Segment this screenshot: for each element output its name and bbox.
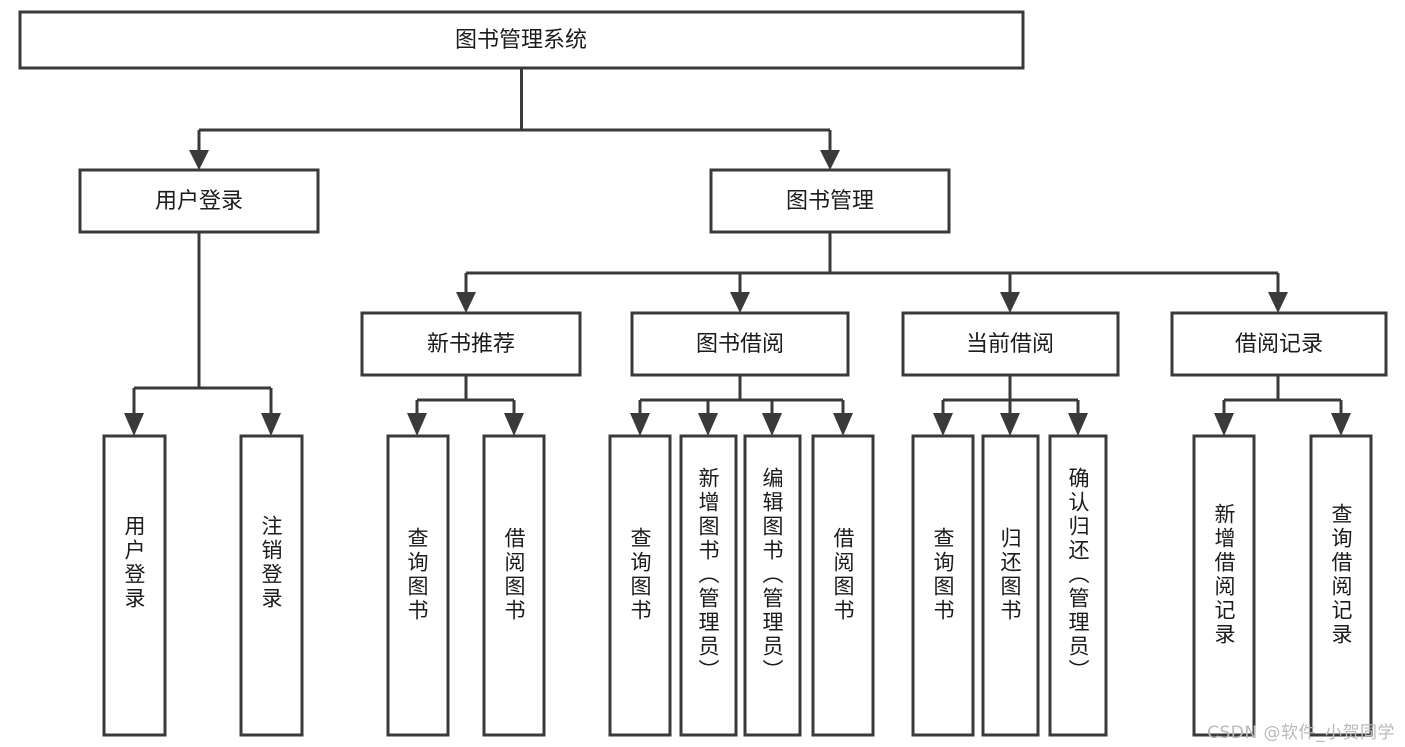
node-book-management-label: 图书管理 (786, 189, 874, 214)
leaf-query-book-current-label: 查询图书 (931, 527, 955, 623)
leaf-query-book-borrow-label: 查询图书 (628, 527, 652, 623)
arrowhead-leaf-borrow-book-2 (833, 413, 853, 436)
arrowhead-leaf-logout (261, 413, 281, 436)
leaf-query-book-borrow-box[interactable] (608, 434, 672, 737)
leaf-borrow-book-box[interactable] (811, 434, 875, 737)
leaf-borrow-book-recommend-box[interactable] (482, 434, 546, 737)
leaf-borrow-book-recommend[interactable]: 借阅图书 (482, 434, 546, 737)
arrowhead-leaf-query-book-1 (407, 413, 427, 436)
node-book-borrow-box[interactable] (630, 311, 850, 377)
arrowhead-leaf-confirm-return (1068, 413, 1088, 436)
arrowhead-leaf-add-book (698, 413, 718, 436)
leaf-logout-label: 注销登录 (259, 515, 283, 611)
node-book-management-box[interactable] (709, 168, 951, 234)
leaf-query-book-current-box[interactable] (911, 434, 975, 737)
node-borrow-record-box[interactable] (1170, 311, 1388, 377)
leaf-query-borrow-record-label: 查询借阅记录 (1329, 503, 1353, 647)
leaf-query-book-current[interactable]: 查询图书 (911, 434, 975, 737)
leaf-query-borrow-record[interactable]: 查询借阅记录 (1309, 434, 1373, 737)
leaf-query-book-borrow[interactable]: 查询图书 (608, 434, 672, 737)
leaf-confirm-return[interactable]: 确认归还（管理员） (1048, 434, 1108, 737)
leaf-add-borrow-record[interactable]: 新增借阅记录 (1192, 434, 1256, 737)
arrowhead-leaf-edit-book (762, 413, 782, 436)
node-current-borrow-label: 当前借阅 (966, 332, 1054, 357)
node-user-login-label: 用户登录 (155, 189, 243, 214)
leaf-confirm-return-box[interactable] (1048, 434, 1108, 737)
arrowhead-current-borrow (1000, 292, 1020, 313)
leaf-borrow-book-recommend-label: 借阅图书 (502, 527, 526, 623)
arrowhead-leaf-query-book-2 (630, 413, 650, 436)
csdn-watermark: CSDN @软件_小贺同学 (1207, 723, 1395, 743)
leaf-confirm-return-label: 确认归还（管理员） (1066, 467, 1090, 683)
leaf-user-login[interactable]: 用户登录 (102, 434, 167, 737)
leaf-logout-box[interactable] (239, 434, 304, 737)
leaf-return-book-box[interactable] (981, 434, 1040, 737)
node-root-box[interactable] (18, 10, 1025, 70)
node-current-borrow-box[interactable] (901, 311, 1120, 377)
leaf-edit-book-label: 编辑图书（管理员） (760, 467, 784, 683)
arrowhead-book-mgmt (820, 150, 840, 170)
leaf-query-borrow-record-box[interactable] (1309, 434, 1373, 737)
node-book-management[interactable]: 图书管理 (709, 168, 951, 234)
node-borrow-record-label: 借阅记录 (1235, 332, 1323, 357)
leaf-return-book-label: 归还图书 (998, 527, 1022, 623)
leaf-return-book[interactable]: 归还图书 (981, 434, 1040, 737)
leaf-add-borrow-record-box[interactable] (1192, 434, 1256, 737)
arrowhead-user-login (189, 150, 209, 170)
node-user-login[interactable]: 用户登录 (78, 168, 320, 234)
node-user-login-box[interactable] (78, 168, 320, 234)
arrowhead-borrow-record (1268, 292, 1288, 313)
arrowhead-leaf-borrow-book-1 (504, 413, 524, 436)
node-new-book-recommend-label: 新书推荐 (427, 332, 515, 357)
arrowhead-leaf-query-book-3 (933, 413, 953, 436)
leaf-add-book-box[interactable] (679, 434, 738, 737)
leaf-logout[interactable]: 注销登录 (239, 434, 304, 737)
leaf-borrow-book[interactable]: 借阅图书 (811, 434, 875, 737)
connector-layer (124, 68, 1351, 436)
node-new-book-recommend-box[interactable] (360, 311, 582, 377)
leaf-add-book-label: 新增图书（管理员） (696, 467, 720, 683)
node-new-book-recommend[interactable]: 新书推荐 (360, 311, 582, 377)
leaf-query-book-recommend-label: 查询图书 (405, 527, 429, 623)
node-current-borrow[interactable]: 当前借阅 (901, 311, 1120, 377)
arrowhead-book-borrow (730, 292, 750, 313)
leaf-user-login-label: 用户登录 (122, 515, 146, 611)
arrowhead-leaf-user-login (124, 413, 144, 436)
leaf-query-book-recommend-box[interactable] (386, 434, 450, 737)
arrowhead-new-book (456, 292, 476, 313)
node-borrow-record[interactable]: 借阅记录 (1170, 311, 1388, 377)
leaf-edit-book[interactable]: 编辑图书（管理员） (743, 434, 802, 737)
leaf-add-book[interactable]: 新增图书（管理员） (679, 434, 738, 737)
arrowhead-leaf-query-record (1331, 413, 1351, 436)
node-book-borrow-label: 图书借阅 (696, 332, 784, 357)
node-root-label: 图书管理系统 (455, 28, 587, 53)
node-book-borrow[interactable]: 图书借阅 (630, 311, 850, 377)
leaf-edit-book-box[interactable] (743, 434, 802, 737)
leaf-query-book-recommend[interactable]: 查询图书 (386, 434, 450, 737)
leaf-add-borrow-record-label: 新增借阅记录 (1212, 503, 1236, 647)
arrowhead-leaf-add-record (1214, 413, 1234, 436)
leaf-user-login-box[interactable] (102, 434, 167, 737)
node-root[interactable]: 图书管理系统 (18, 10, 1025, 70)
arrowhead-leaf-return-book (1000, 413, 1020, 436)
leaf-borrow-book-label: 借阅图书 (831, 527, 855, 623)
